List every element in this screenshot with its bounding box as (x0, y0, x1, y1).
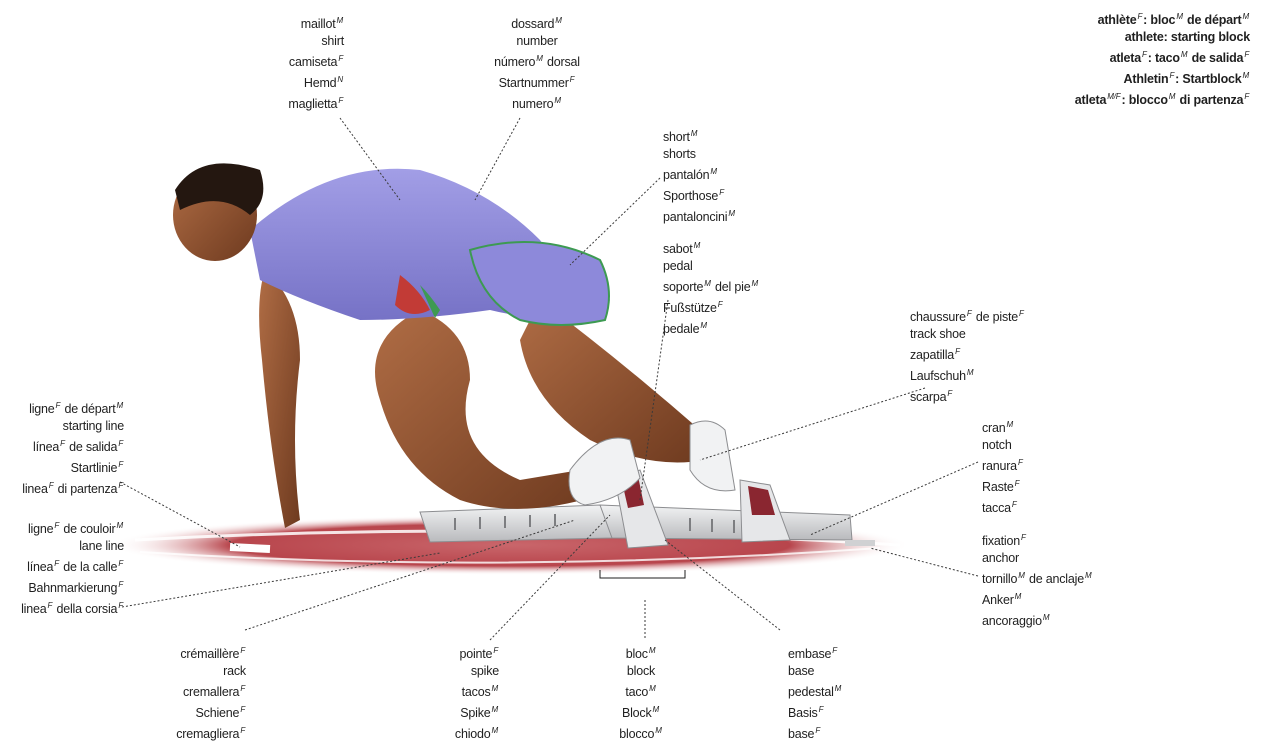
title-line: AthletinF: StartblockM (1075, 67, 1250, 88)
term: pointeF (455, 642, 499, 663)
term: AnkerM (982, 588, 1092, 609)
term: track shoe (910, 326, 1025, 343)
term: pedestalM (788, 680, 842, 701)
term: base (788, 663, 842, 680)
term: FußstützeF (663, 296, 759, 317)
label-shirt: maillotM shirt camisetaF HemdN maglietta… (288, 12, 344, 113)
term: pantalónM (663, 163, 736, 184)
term: chiodoM (455, 722, 499, 743)
term: numeroM (452, 92, 622, 113)
term: zapatillaF (910, 343, 1025, 364)
label-number: dossardM number númeroM dorsal Startnumm… (452, 12, 622, 113)
term: crémaillèreF (176, 642, 246, 663)
label-anchor: fixationF anchor tornilloM de anclajeM A… (982, 529, 1092, 630)
term: spike (455, 663, 499, 680)
label-shorts: shortM shorts pantalónM SporthoseF panta… (663, 125, 736, 226)
label-notch: cranM notch ranuraF RasteF taccaF (982, 416, 1024, 517)
term: BahnmarkierungF (21, 576, 124, 597)
term: cranM (982, 416, 1024, 437)
term: number (452, 33, 622, 50)
term: ancoraggioM (982, 609, 1092, 630)
term: soporteM del pieM (663, 275, 759, 296)
athlete (173, 163, 735, 528)
term: ranuraF (982, 454, 1024, 475)
term: pantalonciniM (663, 205, 736, 226)
term: SchieneF (176, 701, 246, 722)
label-track-shoe: chaussureF de pisteF track shoe zapatill… (910, 305, 1025, 406)
label-block: blocM block tacoM BlockM bloccoM (596, 642, 686, 743)
term: SpikeM (455, 701, 499, 722)
term: rack (176, 663, 246, 680)
term: lane line (21, 538, 124, 555)
term: tornilloM de anclajeM (982, 567, 1092, 588)
label-starting-line: ligneF de départM starting line líneaF d… (22, 397, 124, 498)
term: shirt (288, 33, 344, 50)
term: dossardM (452, 12, 622, 33)
title-line: athlete: starting block (1075, 29, 1250, 46)
term: bloccoM (596, 722, 686, 743)
title-line: atletaF: tacoM de salidaF (1075, 46, 1250, 67)
term: BasisF (788, 701, 842, 722)
term: cremaglieraF (176, 722, 246, 743)
term: lineaF di partenzaF (22, 477, 124, 498)
term: embaseF (788, 642, 842, 663)
title-line: atletaM/F: bloccoM di partenzaF (1075, 88, 1250, 109)
term: magliettaF (288, 92, 344, 113)
term: sabotM (663, 237, 759, 258)
term: BlockM (596, 701, 686, 722)
term: chaussureF de pisteF (910, 305, 1025, 326)
term: líneaF de la calleF (21, 555, 124, 576)
title-line: athlèteF: blocM de départM (1075, 8, 1250, 29)
label-rack: crémaillèreF rack cremalleraF SchieneF c… (176, 642, 246, 743)
label-lane-line: ligneF de couloirM lane line líneaF de l… (21, 517, 124, 618)
term: shortM (663, 125, 736, 146)
label-pedal: sabotM pedal soporteM del pieM Fußstütze… (663, 237, 759, 338)
label-spike: pointeF spike tacosM SpikeM chiodoM (455, 642, 499, 743)
title-block: athlèteF: blocM de départM athlete: star… (1075, 8, 1250, 109)
term: StartnummerF (452, 71, 622, 92)
term: tacosM (455, 680, 499, 701)
term: LaufschuhM (910, 364, 1025, 385)
term: notch (982, 437, 1024, 454)
term: númeroM dorsal (452, 50, 622, 71)
term: cremalleraF (176, 680, 246, 701)
term: tacoM (596, 680, 686, 701)
term: HemdN (288, 71, 344, 92)
term: fixationF (982, 529, 1092, 550)
term: shorts (663, 146, 736, 163)
term: pedal (663, 258, 759, 275)
term: camisetaF (288, 50, 344, 71)
term: maillotM (288, 12, 344, 33)
term: SporthoseF (663, 184, 736, 205)
term: lineaF della corsiaF (21, 597, 124, 618)
term: block (596, 663, 686, 680)
term: ligneF de couloirM (21, 517, 124, 538)
term: StartlinieF (22, 456, 124, 477)
term: anchor (982, 550, 1092, 567)
term: taccaF (982, 496, 1024, 517)
term: scarpaF (910, 385, 1025, 406)
label-base: embaseF base pedestalM BasisF baseF (788, 642, 842, 743)
term: pedaleM (663, 317, 759, 338)
term: RasteF (982, 475, 1024, 496)
term: ligneF de départM (22, 397, 124, 418)
term: líneaF de salidaF (22, 435, 124, 456)
term: blocM (596, 642, 686, 663)
term: starting line (22, 418, 124, 435)
term: baseF (788, 722, 842, 743)
